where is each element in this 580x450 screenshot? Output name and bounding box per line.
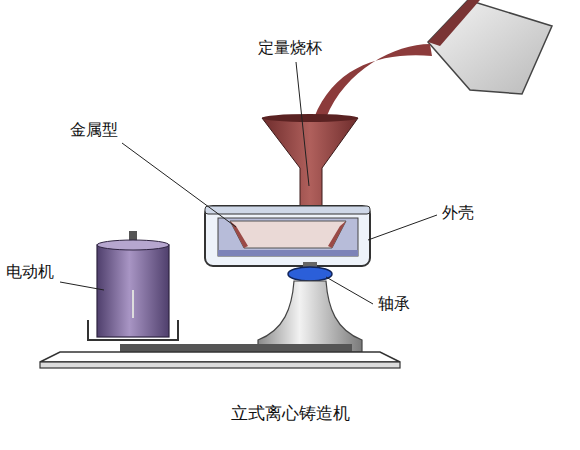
housing: [205, 206, 370, 266]
molten-metal-stream: [314, 44, 432, 118]
ladle-rim: [428, 0, 480, 46]
leader-line: [368, 215, 437, 240]
housing-lid: [205, 206, 370, 214]
leader-line: [60, 282, 104, 290]
leader-line: [296, 62, 309, 186]
leader-line: [326, 277, 373, 304]
motor-slot: [132, 290, 134, 318]
caption: 立式离心铸造机: [0, 403, 580, 423]
motor: [97, 245, 169, 337]
motor-top: [97, 240, 169, 250]
part-label: 电动机: [6, 262, 54, 281]
mold-base: [218, 250, 358, 256]
motor-bracket: [88, 320, 178, 340]
part-label: 定量烧杯: [258, 38, 322, 57]
leader-line: [122, 143, 236, 227]
part-label: 轴承: [378, 294, 410, 313]
base-frame: [40, 352, 400, 362]
bearing: [288, 267, 332, 281]
funnel-rim: [262, 114, 358, 122]
base-plate: [40, 362, 400, 368]
metal-mold: [218, 218, 358, 256]
bell-stand: [258, 281, 362, 352]
mold-cavity: [230, 221, 346, 248]
part-label: 外壳: [442, 203, 474, 222]
ladle: [428, 0, 552, 94]
part-label: 金属型: [70, 120, 118, 139]
cast-metal: [230, 221, 346, 248]
